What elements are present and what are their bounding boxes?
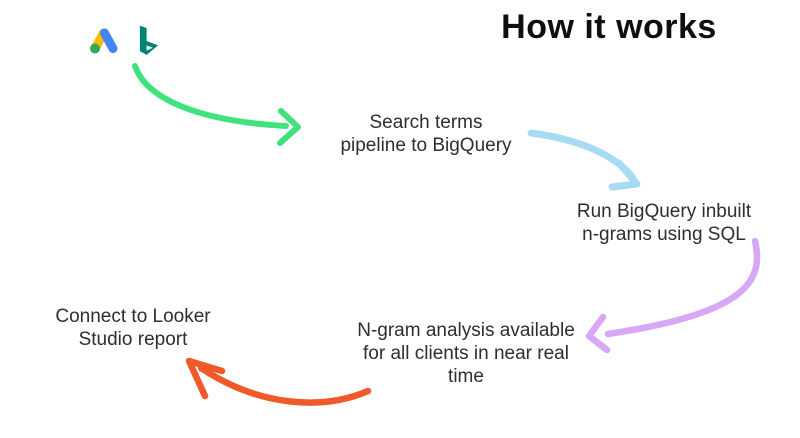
arrow-analysis-to-looker-head <box>185 357 226 400</box>
arrow-ngrams-to-analysis-icon <box>585 237 761 354</box>
step-analysis-line-2: for all clients in near real <box>363 343 569 364</box>
step-pipeline-line-1: Search terms <box>369 112 483 133</box>
step-ngrams-line-1: Run BigQuery inbuilt <box>576 201 752 222</box>
arrow-ads-to-pipeline-curve <box>132 63 289 129</box>
arrow-analysis-to-looker-curve <box>197 364 372 406</box>
google-ads-icon <box>90 28 118 54</box>
arrow-pipeline-to-ngrams-icon <box>527 129 641 191</box>
bing-icon <box>139 25 159 55</box>
google-ads-green-dot <box>90 43 100 54</box>
arrow-ads-to-pipeline-icon <box>132 63 301 146</box>
arrow-pipeline-to-ngrams-curve <box>527 129 637 182</box>
step-analysis-line-1: N-gram analysis available <box>357 320 575 341</box>
arrow-ngrams-to-analysis-head <box>585 313 611 354</box>
step-ngrams-line-2: n-grams using SQL <box>582 224 746 245</box>
page-title: How it works <box>501 8 717 46</box>
step-analysis-label: N-gram analysis available for all client… <box>357 319 575 388</box>
step-looker-label: Connect to Looker Studio report <box>55 305 210 351</box>
step-analysis-line-3: time <box>448 366 484 387</box>
step-pipeline-label: Search terms pipeline to BigQuery <box>340 111 511 157</box>
arrow-ads-to-pipeline-head <box>277 108 301 146</box>
step-looker-line-1: Connect to Looker <box>55 306 211 327</box>
arrow-ngrams-to-analysis-curve <box>604 237 761 338</box>
bing-b-notch <box>146 45 153 51</box>
step-looker-line-2: Studio report <box>78 329 188 350</box>
step-ngrams-label: Run BigQuery inbuilt n-grams using SQL <box>577 200 751 246</box>
step-pipeline-line-2: pipeline to BigQuery <box>340 135 512 156</box>
arrow-analysis-to-looker-icon <box>185 357 372 406</box>
google-ads-blue-bar <box>100 28 118 53</box>
bing-b-shape <box>139 25 159 55</box>
arrow-pipeline-to-ngrams-head <box>608 159 641 191</box>
